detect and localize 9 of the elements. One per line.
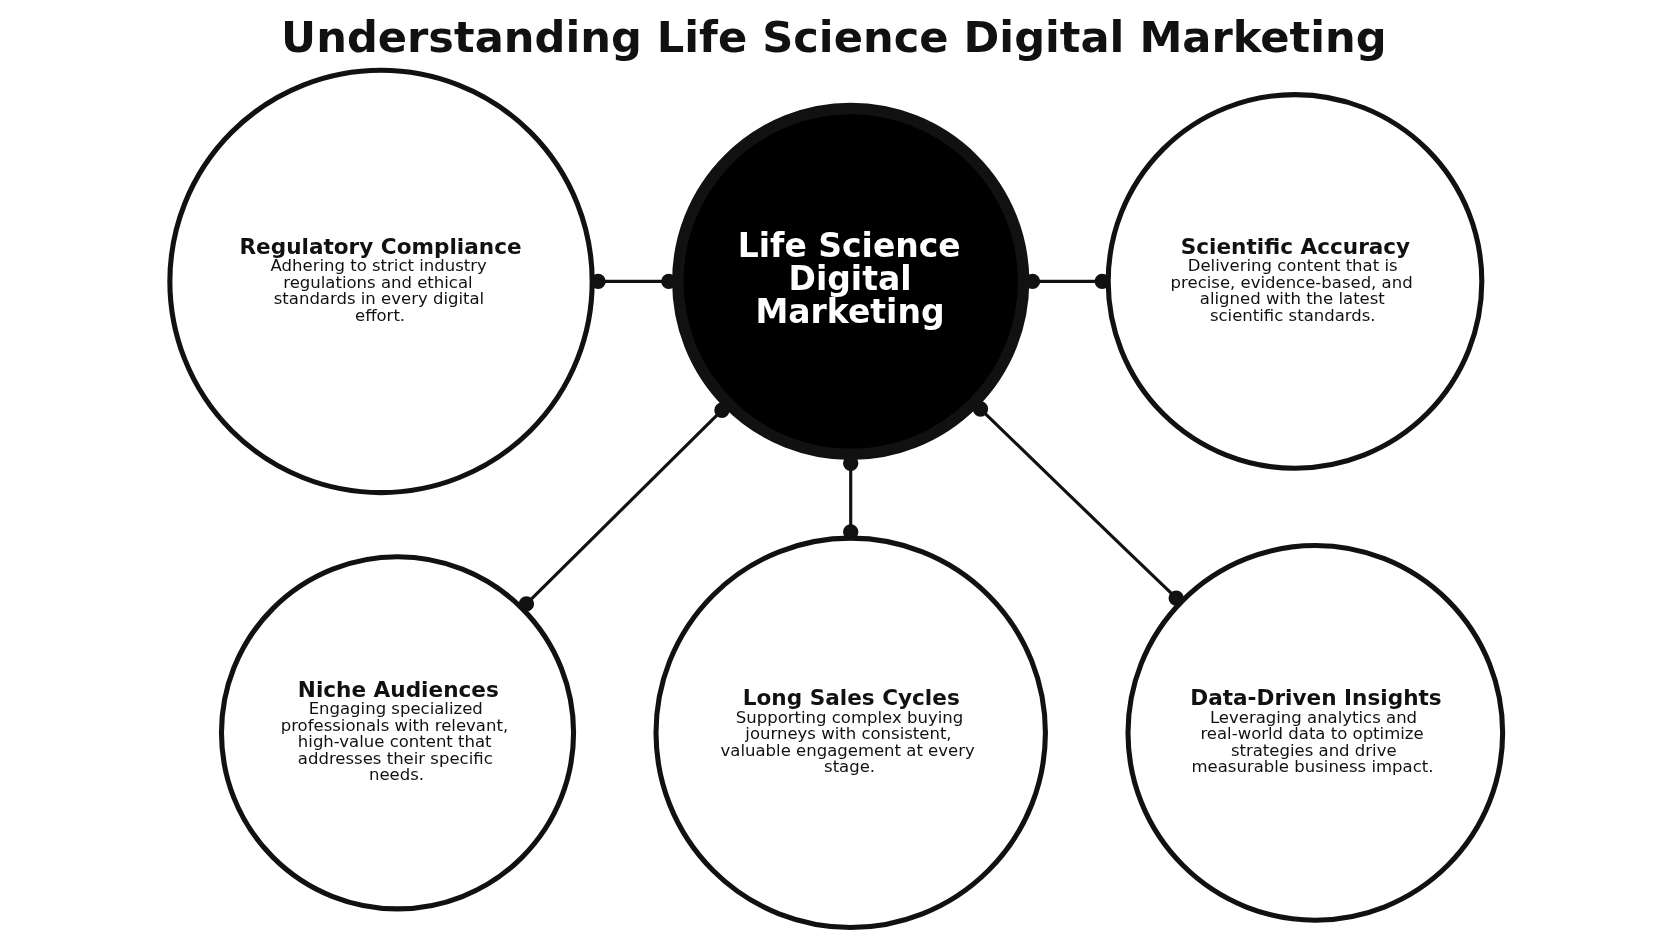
node-circle: Regulatory Compliance Adhering to strict industry regulations and ethical standards in every digital effort. bbox=[166, 67, 595, 496]
node-circle: Niche Audiences Engaging specialized professionals with relevant, high-value content that addresses their specific needs. bbox=[218, 554, 576, 912]
connector bbox=[518, 402, 730, 612]
connector bbox=[972, 401, 1184, 606]
node-circle: Life Science Digital Marketing bbox=[671, 102, 1029, 461]
node-circle: Data-Driven Insights Leveraging analytics and real-world data to optimize strategies and drive measurable business impact. bbox=[1124, 543, 1505, 923]
diagram-title: Understanding Life Science Digital Marketing bbox=[280, 11, 1387, 62]
node-circle: Long Sales Cycles Supporting complex buying journeys with consistent, valuable engagement at every stage. bbox=[652, 535, 1048, 931]
node-circle: Scientific Accuracy Delivering content that is precise, evidence-based, and aligned with the latest scientific standards. bbox=[1105, 92, 1484, 471]
